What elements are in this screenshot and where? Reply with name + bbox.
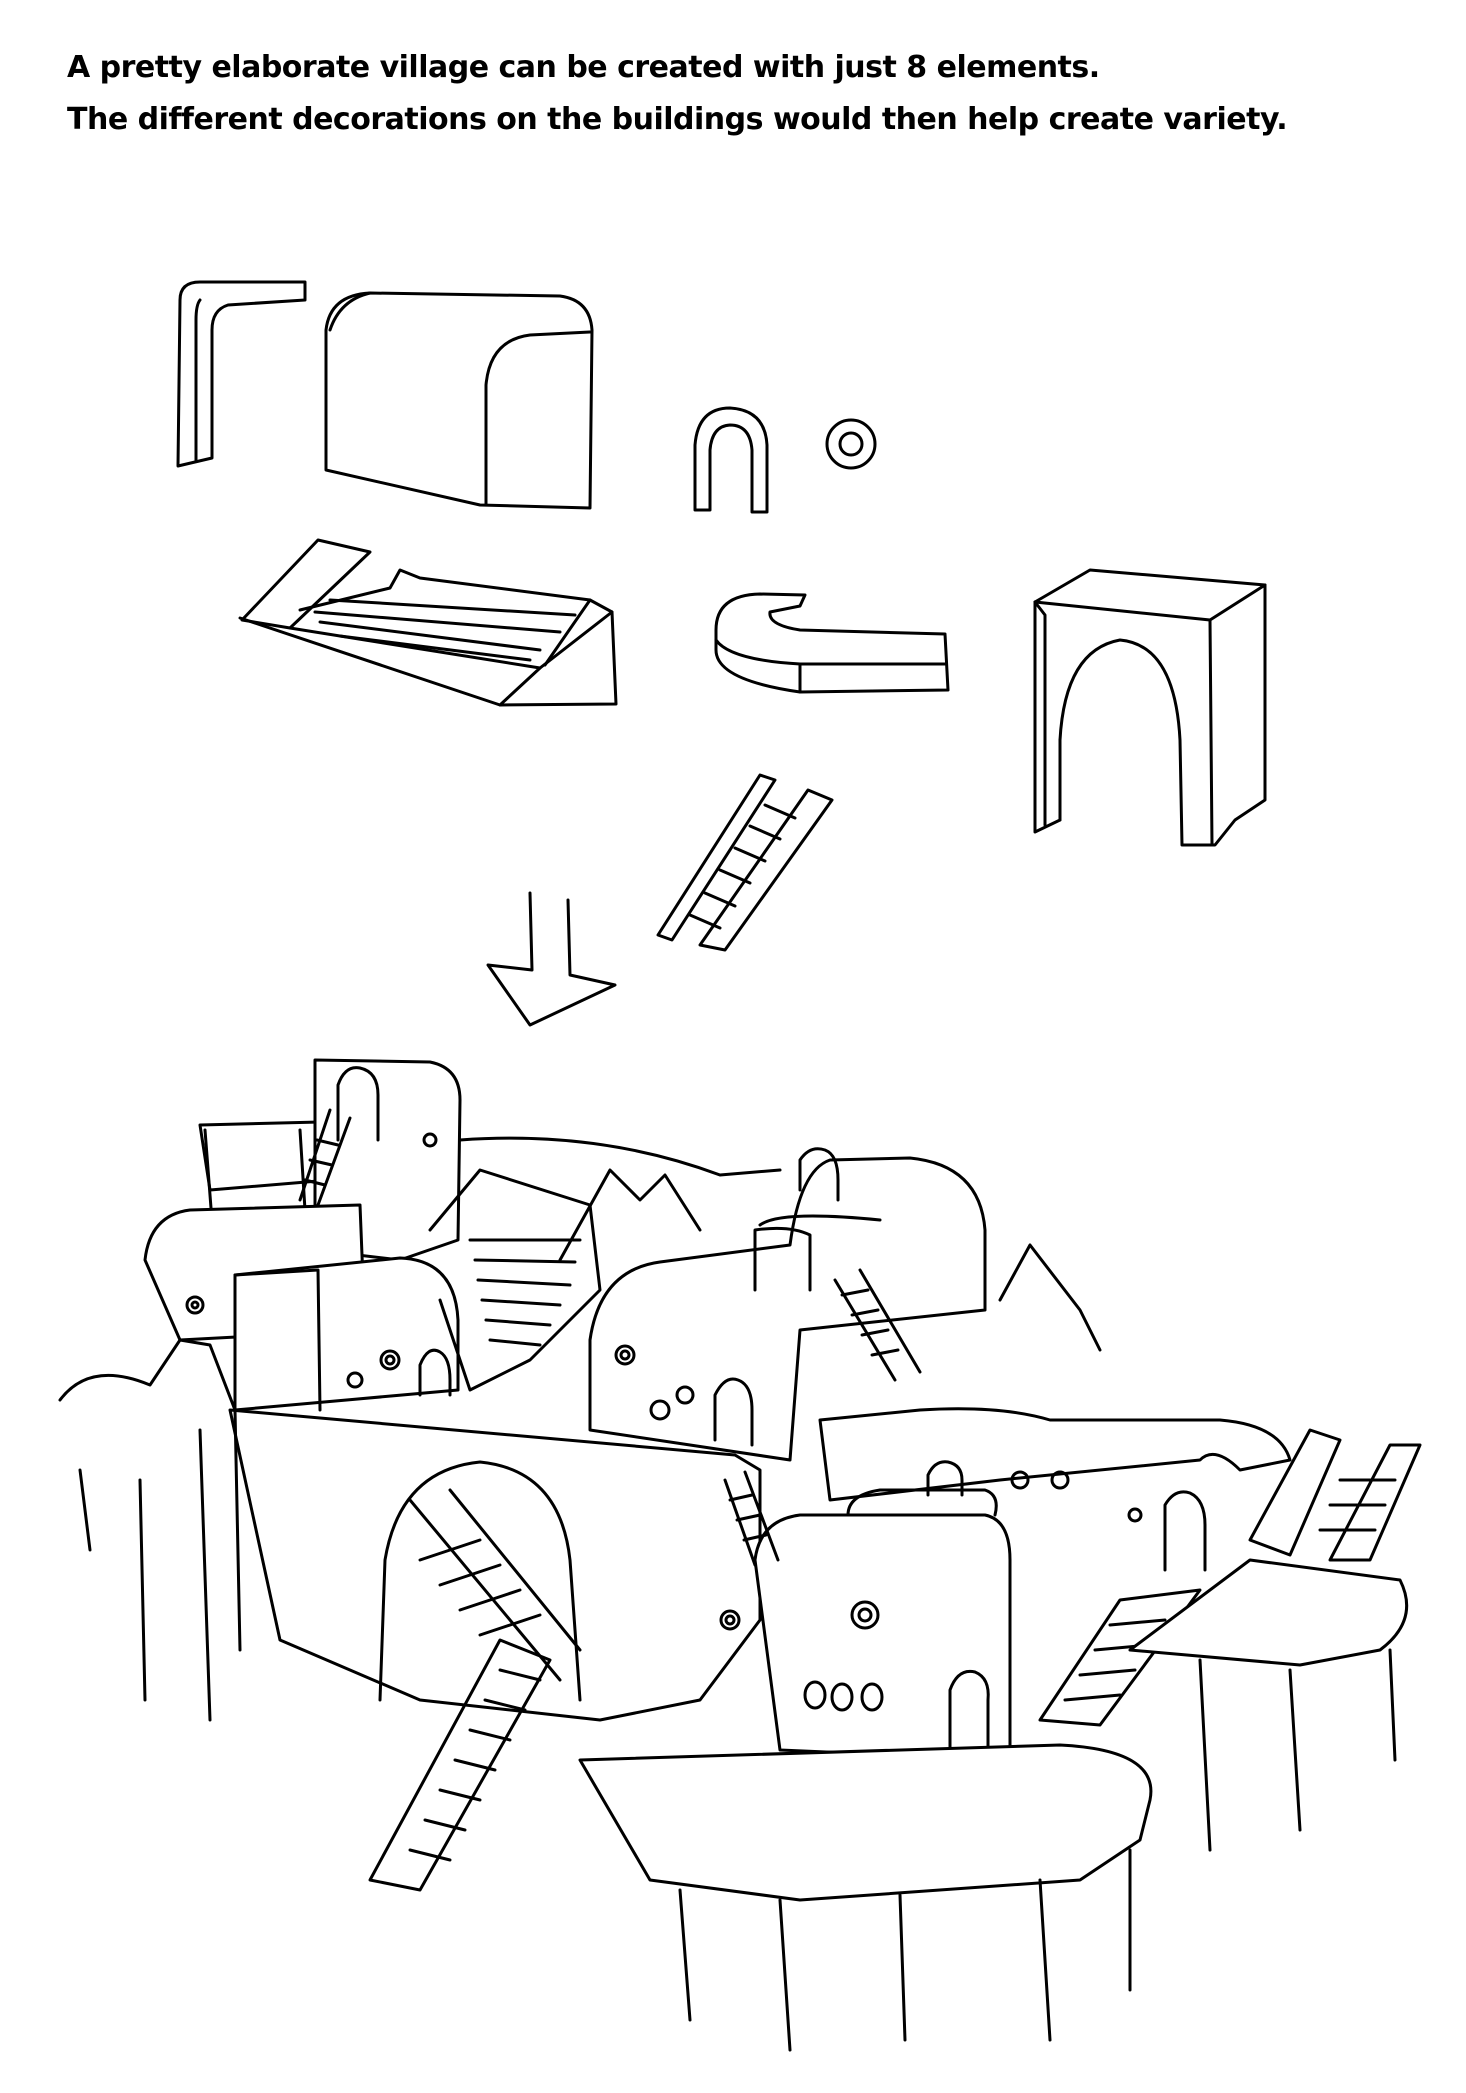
curved-ledge — [714, 592, 950, 694]
l-shaped-wall — [176, 280, 307, 468]
down-arrow-icon — [486, 891, 617, 1027]
round-window-icon — [825, 418, 877, 470]
small-arch — [693, 406, 769, 514]
staircase — [238, 538, 618, 707]
rounded-block — [324, 291, 594, 510]
caption-line-1: A pretty elaborate village can be create… — [67, 50, 1100, 85]
arch-block — [1033, 568, 1267, 847]
ladder — [656, 773, 834, 952]
caption-line-2: The different decorations on the buildin… — [67, 102, 1288, 137]
village — [58, 1058, 1422, 2052]
